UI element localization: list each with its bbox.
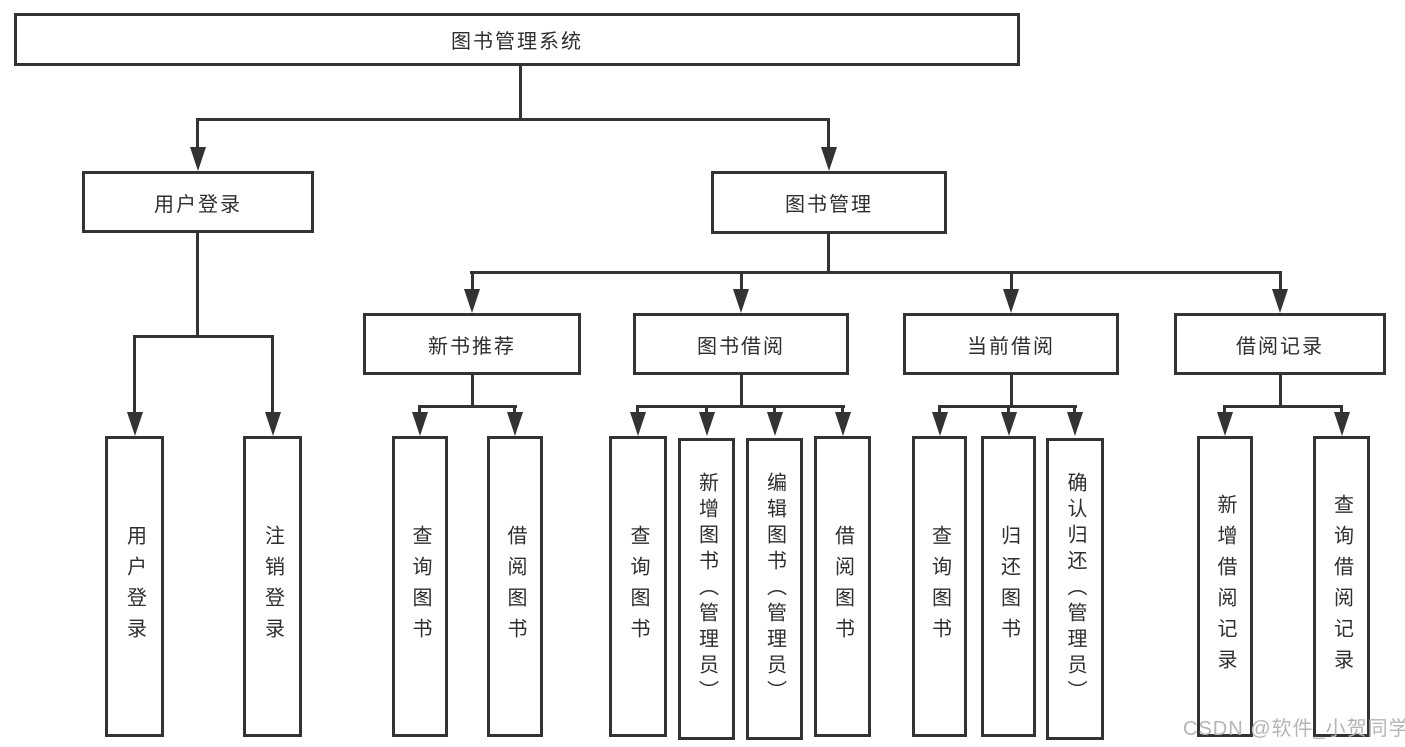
connector-line bbox=[827, 234, 830, 274]
connector-line bbox=[471, 271, 474, 293]
connector-line bbox=[1279, 375, 1282, 408]
arrowhead-down-icon bbox=[699, 412, 715, 436]
connector-line bbox=[705, 405, 708, 417]
leaf-add-book-admin: 新增图书（管理员） bbox=[678, 438, 735, 740]
node-label: 图书管理系统 bbox=[451, 31, 583, 53]
node-book-borrowing: 图书借阅 bbox=[633, 313, 849, 375]
node-label: 当前借阅 bbox=[967, 335, 1055, 358]
node-label: 新书推荐 bbox=[428, 335, 516, 358]
arrowhead-down-icon bbox=[1001, 412, 1017, 436]
arrowhead-down-icon bbox=[127, 412, 143, 436]
connector-line bbox=[841, 405, 844, 417]
leaf-edit-book-admin: 编辑图书（管理员） bbox=[746, 438, 803, 740]
node-label: 图书借阅 bbox=[697, 335, 785, 358]
arrowhead-down-icon bbox=[265, 412, 281, 436]
connector-line bbox=[519, 64, 522, 120]
leaf-query-books-current: 查询图书 bbox=[912, 436, 967, 737]
node-label: 查询图书 bbox=[928, 524, 951, 649]
leaf-query-books-borrow: 查询图书 bbox=[609, 436, 667, 737]
arrowhead-down-icon bbox=[932, 412, 948, 436]
connector-line bbox=[471, 375, 474, 408]
arrowhead-down-icon bbox=[1067, 412, 1083, 436]
arrowhead-down-icon bbox=[835, 412, 851, 436]
arrowhead-down-icon bbox=[412, 412, 428, 436]
node-current-borrowing: 当前借阅 bbox=[903, 313, 1119, 375]
arrowhead-down-icon bbox=[1334, 412, 1350, 436]
connector-line bbox=[513, 405, 516, 417]
connector-line bbox=[418, 405, 421, 417]
leaf-user-login: 用户登录 bbox=[105, 436, 164, 737]
connector-line bbox=[1010, 375, 1013, 408]
connector-line bbox=[418, 405, 517, 408]
arrowhead-down-icon bbox=[821, 147, 837, 171]
node-label: 图书管理 bbox=[785, 194, 873, 216]
connector-line bbox=[196, 118, 199, 150]
leaf-borrow-books-recommend: 借阅图书 bbox=[487, 436, 543, 737]
node-label: 编辑图书（管理员） bbox=[763, 472, 786, 706]
connector-line bbox=[271, 335, 274, 414]
arrowhead-down-icon bbox=[1003, 289, 1019, 313]
leaf-query-borrow-record: 查询借阅记录 bbox=[1313, 436, 1370, 737]
leaf-confirm-return-admin: 确认归还（管理员） bbox=[1046, 438, 1104, 740]
connector-line bbox=[636, 405, 639, 417]
connector-line bbox=[740, 271, 743, 293]
leaf-query-books-recommend: 查询图书 bbox=[392, 436, 448, 737]
connector-line bbox=[1279, 271, 1282, 293]
node-label: 新增借阅记录 bbox=[1214, 493, 1236, 680]
connector-line bbox=[938, 405, 941, 417]
connector-line bbox=[1223, 405, 1226, 417]
connector-line bbox=[1073, 405, 1076, 417]
node-label: 查询图书 bbox=[627, 524, 649, 649]
node-label: 用户登录 bbox=[123, 524, 146, 649]
node-label: 借阅记录 bbox=[1236, 335, 1324, 358]
node-label: 查询图书 bbox=[409, 524, 431, 649]
node-label: 确认归还（管理员） bbox=[1064, 472, 1086, 706]
connector-line bbox=[470, 271, 1282, 274]
node-label: 借阅图书 bbox=[504, 524, 526, 649]
connector-line bbox=[196, 233, 199, 337]
connector-line bbox=[1010, 271, 1013, 293]
node-book-management: 图书管理 bbox=[711, 171, 947, 234]
connector-line bbox=[196, 118, 830, 121]
connector-line bbox=[773, 405, 776, 417]
arrowhead-down-icon bbox=[464, 289, 480, 313]
node-label: 借阅图书 bbox=[831, 524, 854, 649]
leaf-add-borrow-record: 新增借阅记录 bbox=[1197, 436, 1253, 737]
node-label: 新增图书（管理员） bbox=[695, 472, 718, 706]
connector-line bbox=[133, 335, 136, 414]
arrowhead-down-icon bbox=[733, 289, 749, 313]
connector-line bbox=[1340, 405, 1343, 417]
node-user-login: 用户登录 bbox=[82, 171, 314, 233]
node-library-management-system: 图书管理系统 bbox=[14, 13, 1020, 66]
connector-line bbox=[740, 375, 743, 408]
node-borrowing-records: 借阅记录 bbox=[1174, 313, 1386, 375]
connector-line bbox=[133, 335, 274, 338]
node-label: 查询借阅记录 bbox=[1330, 493, 1353, 680]
arrowhead-down-icon bbox=[507, 412, 523, 436]
arrowhead-down-icon bbox=[1272, 289, 1288, 313]
csdn-watermark: CSDN @软件_小贺同学 bbox=[1183, 718, 1405, 740]
arrowhead-down-icon bbox=[190, 147, 206, 171]
arrowhead-down-icon bbox=[630, 412, 646, 436]
connector-line bbox=[1007, 405, 1010, 417]
connector-line bbox=[827, 118, 830, 150]
node-label: 注销登录 bbox=[261, 524, 284, 649]
leaf-logout: 注销登录 bbox=[243, 436, 302, 737]
leaf-borrow-books: 借阅图书 bbox=[814, 436, 871, 737]
arrowhead-down-icon bbox=[767, 412, 783, 436]
connector-line bbox=[636, 405, 845, 408]
connector-line bbox=[1223, 405, 1343, 408]
node-label: 用户登录 bbox=[154, 193, 242, 216]
leaf-return-book: 归还图书 bbox=[981, 436, 1036, 737]
node-label: 归还图书 bbox=[997, 524, 1020, 649]
arrowhead-down-icon bbox=[1217, 412, 1233, 436]
node-new-book-recommendation: 新书推荐 bbox=[363, 313, 581, 375]
